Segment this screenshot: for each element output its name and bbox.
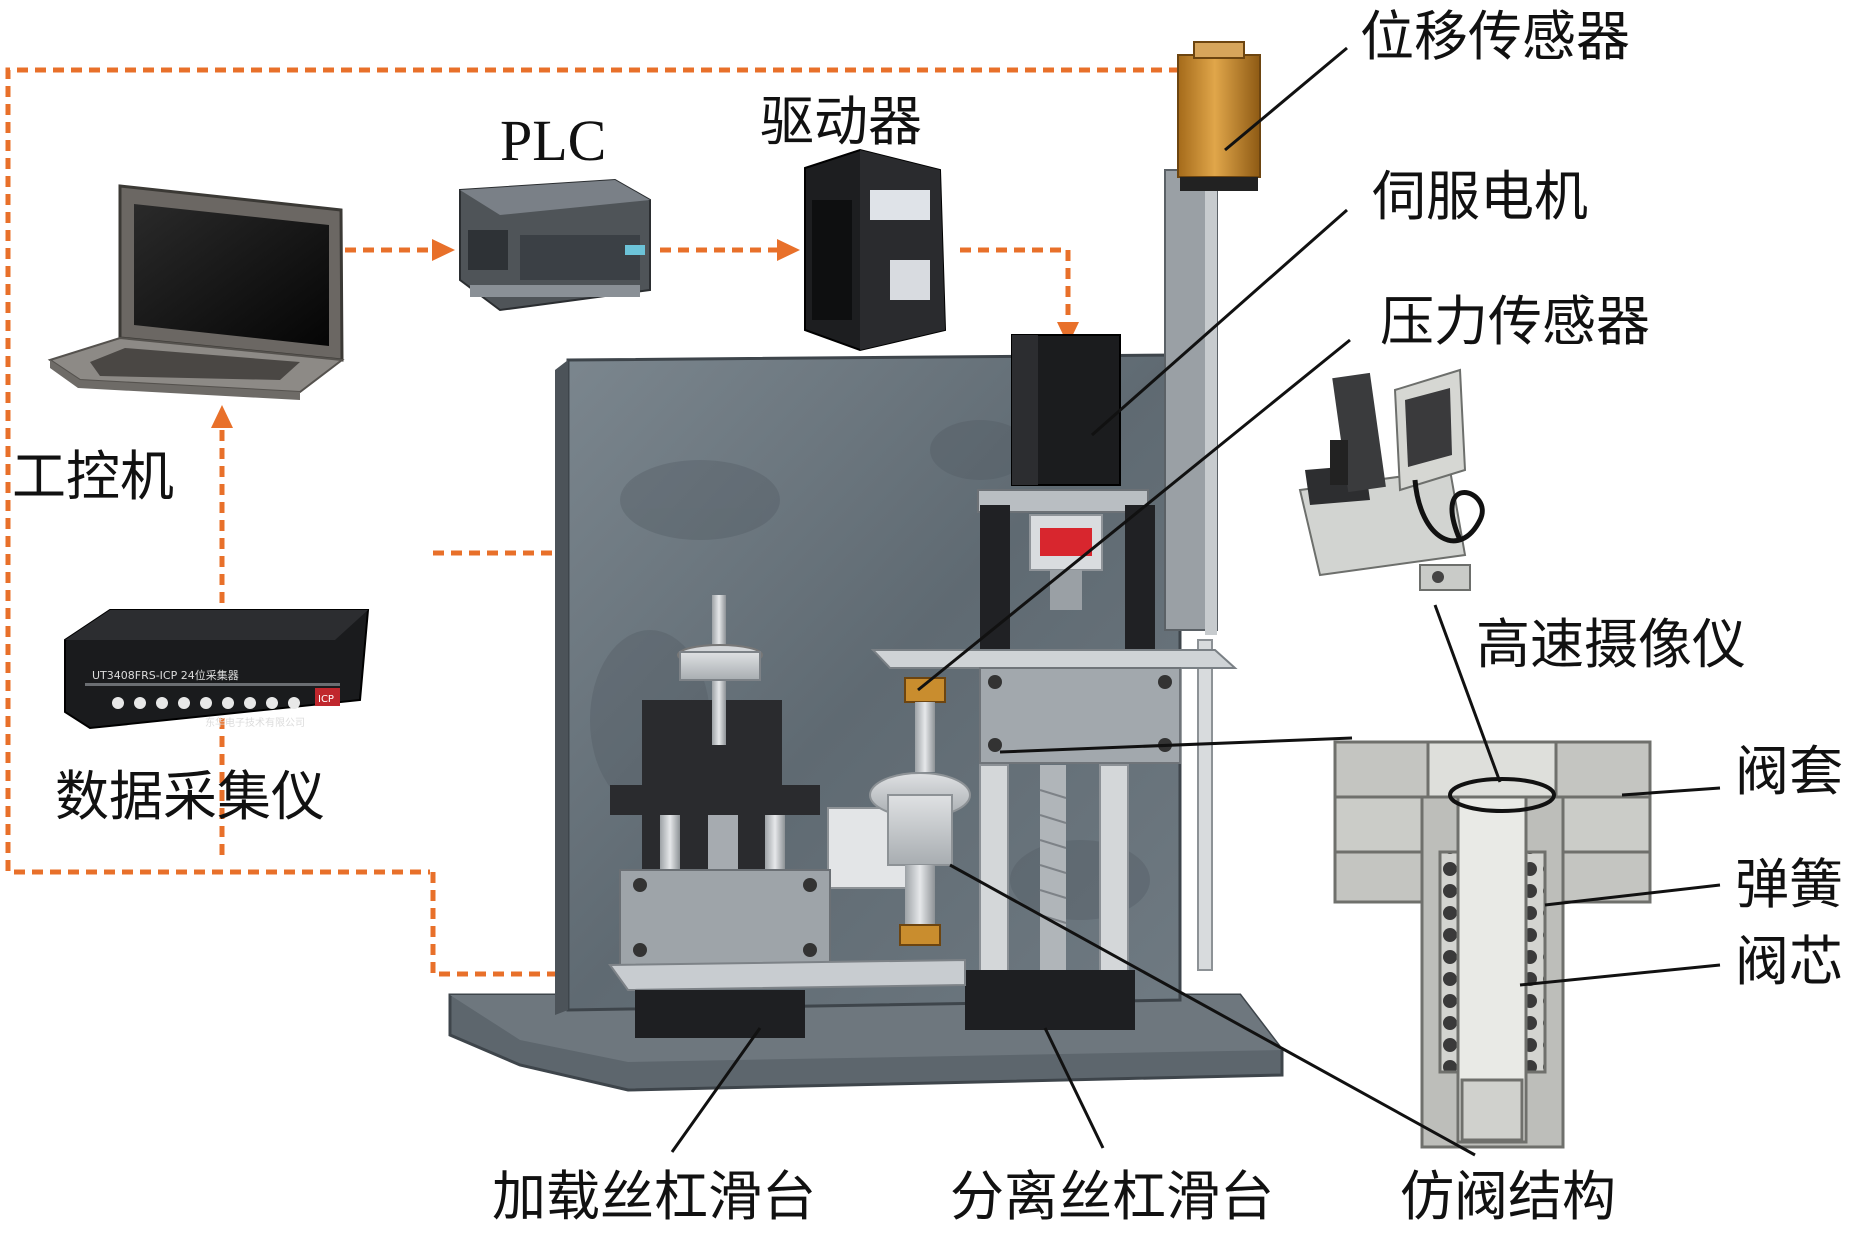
label-high-speed-camera: 高速摄像仪 bbox=[1476, 613, 1746, 676]
arrow-to-driver bbox=[777, 239, 800, 261]
driver-illustration bbox=[804, 148, 947, 352]
camera-illustration bbox=[1298, 368, 1485, 591]
arrow-to-motor bbox=[1057, 322, 1079, 345]
label-valve-core: 阀芯 bbox=[1735, 930, 1843, 993]
label-data-acquisition: 数据采集仪 bbox=[55, 765, 325, 828]
label-displacement-sensor: 位移传感器 bbox=[1360, 5, 1630, 68]
separation-slide-base bbox=[965, 970, 1135, 1030]
label-separating-slide: 分离丝杠滑台 bbox=[950, 1165, 1274, 1228]
leader-lines bbox=[670, 46, 1721, 1157]
label-servo-motor: 伺服电机 bbox=[1372, 165, 1588, 228]
loading-slide-base bbox=[635, 990, 805, 1038]
label-plc: PLC bbox=[500, 108, 607, 173]
label-valve-sleeve: 阀套 bbox=[1735, 740, 1843, 803]
signal-line-left-loop bbox=[5, 67, 1180, 875]
displacement-sensor-body bbox=[1177, 54, 1261, 178]
label-spring: 弹簧 bbox=[1735, 853, 1843, 916]
label-industrial-pc: 工控机 bbox=[12, 445, 174, 508]
daq-icp-text: ICP bbox=[318, 694, 334, 705]
camera-focus-ellipse bbox=[1448, 777, 1556, 813]
daq-illustration: UT3408FRS-ICP 24位采集器 ICP 东华电子技术有限公司 bbox=[64, 609, 370, 730]
signal-arrows bbox=[211, 239, 1079, 428]
crossbar-plate bbox=[870, 649, 1238, 669]
plc-illustration bbox=[459, 178, 651, 312]
valve-section bbox=[1333, 740, 1652, 1149]
arrow-to-pc bbox=[211, 405, 233, 428]
arrow-to-plc bbox=[432, 239, 455, 261]
signal-line-driver-to-motor bbox=[960, 247, 1071, 330]
force-sensor-body bbox=[904, 677, 946, 703]
daq-maker-text: 东华电子技术有限公司 bbox=[205, 716, 305, 729]
daq-model-text: UT3408FRS-ICP 24位采集器 bbox=[92, 668, 239, 682]
loading-slide-block bbox=[619, 869, 831, 966]
laptop-illustration bbox=[47, 184, 345, 400]
label-driver: 驱动器 bbox=[760, 90, 922, 153]
test-rig bbox=[448, 41, 1284, 1092]
label-force-sensor: 压力传感器 bbox=[1380, 290, 1650, 353]
label-valve-structure: 仿阀结构 bbox=[1400, 1165, 1616, 1228]
label-loading-slide: 加载丝杠滑台 bbox=[492, 1165, 816, 1228]
